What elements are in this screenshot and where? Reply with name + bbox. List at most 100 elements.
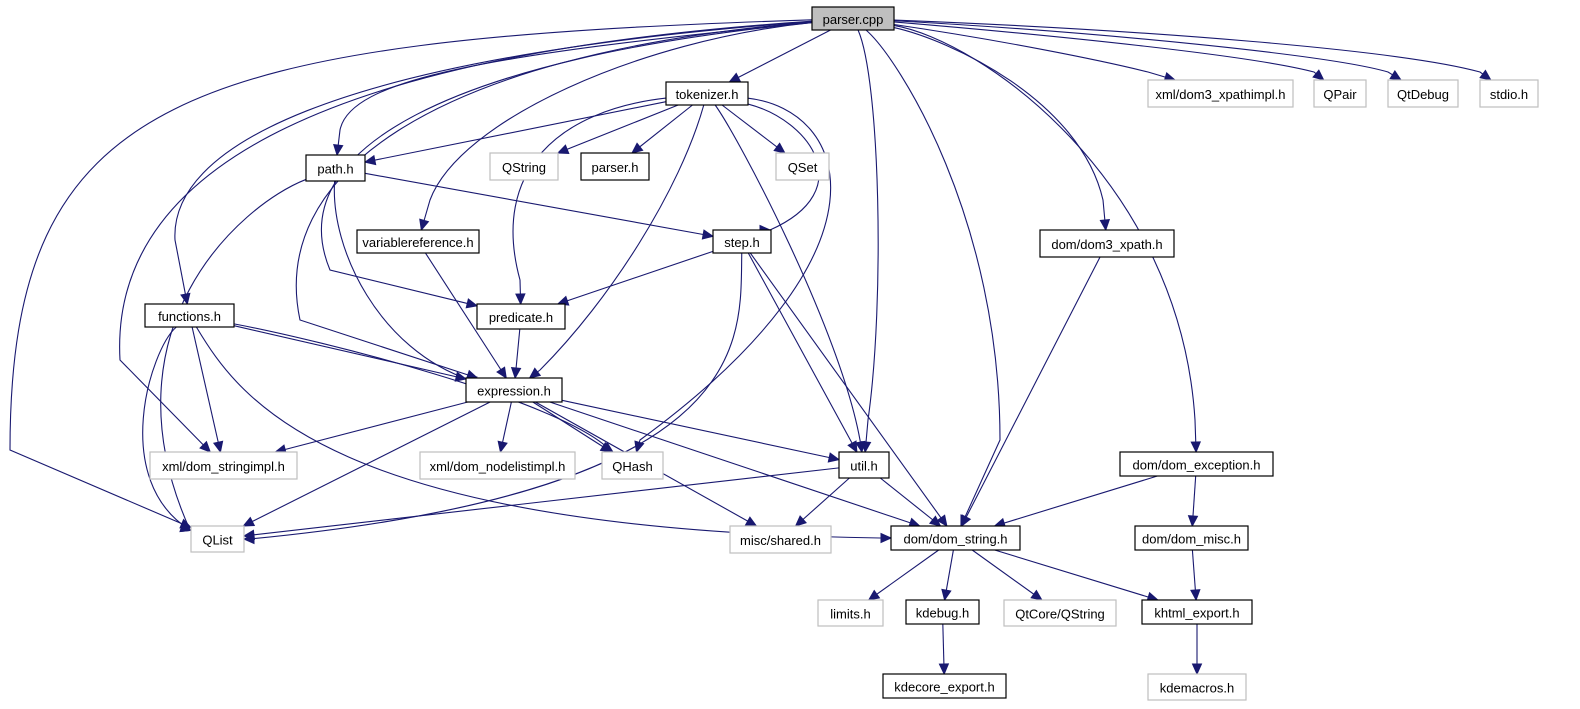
node-predicate-h[interactable]: predicate.h bbox=[476, 303, 566, 330]
node-kdemacros-h: kdemacros.h bbox=[1147, 673, 1247, 701]
node-dom-dom-exception-h[interactable]: dom/dom_exception.h bbox=[1119, 451, 1274, 477]
node-dom-dom3-xpath-h[interactable]: dom/dom3_xpath.h bbox=[1039, 229, 1175, 258]
node-box bbox=[890, 525, 1021, 551]
arrowhead-path_h-to-step_h bbox=[701, 229, 715, 240]
edge-tokenizer_h-to-util_h bbox=[714, 104, 863, 453]
edge-step_h-to-util_h bbox=[747, 252, 858, 453]
edge-functions_h-to-QList bbox=[142, 326, 192, 531]
node-label: dom/dom3_xpath.h bbox=[1051, 237, 1162, 252]
node-QString: QString bbox=[489, 152, 559, 181]
node-label: kdecore_export.h bbox=[894, 680, 994, 695]
edge-tokenizer_h-to-predicate_h bbox=[512, 97, 667, 305]
arrowhead-util_h-to-misc_shared_h bbox=[794, 515, 807, 527]
node-label: QPair bbox=[1323, 87, 1357, 102]
arrowhead-dom_dom_string_h-to-QtCore_QString bbox=[1030, 589, 1043, 601]
edge-dom_dom_string_h-to-QtCore_QString bbox=[971, 549, 1043, 601]
node-box bbox=[729, 525, 832, 554]
edge-util_h-to-dom_dom_string_h bbox=[879, 477, 941, 527]
edge-step_h-to-QList bbox=[244, 252, 743, 540]
node-parser-cpp[interactable]: parser.cpp bbox=[811, 6, 895, 31]
node-functions-h[interactable]: functions.h bbox=[144, 303, 235, 328]
node-kdebug-h[interactable]: kdebug.h bbox=[905, 599, 980, 625]
arrowhead-parser_cpp-to-variablereference_h bbox=[419, 218, 430, 232]
node-QtDebug: QtDebug bbox=[1387, 79, 1459, 108]
node-box bbox=[811, 6, 895, 31]
node-khtml-export-h[interactable]: khtml_export.h bbox=[1141, 599, 1253, 625]
edge-expression_h-to-QList bbox=[243, 401, 491, 527]
arrowhead-dom_dom_string_h-to-limits_h bbox=[867, 589, 881, 601]
node-expression-h[interactable]: expression.h bbox=[465, 377, 563, 403]
edge-dom_dom3_xpath_h-to-dom_dom_string_h bbox=[961, 256, 1101, 527]
arrowhead-step_h-to-util_h bbox=[847, 440, 858, 454]
node-util-h[interactable]: util.h bbox=[838, 451, 890, 479]
node-label: QtCore/QString bbox=[1015, 607, 1105, 622]
arrowhead-tokenizer_h-to-parser_h bbox=[631, 142, 644, 154]
edge-tokenizer_h-to-QHash bbox=[635, 97, 832, 453]
node-label: dom/dom_exception.h bbox=[1133, 458, 1261, 473]
node-box bbox=[419, 451, 576, 480]
node-step-h[interactable]: step.h bbox=[712, 229, 772, 254]
arrowhead-parser_cpp-to-QPair bbox=[1312, 69, 1325, 81]
arrowhead-parser_cpp-to-functions_h bbox=[180, 292, 191, 306]
edge-path_h-to-step_h bbox=[364, 172, 714, 237]
node-label: tokenizer.h bbox=[676, 87, 739, 102]
node-variablereference-h[interactable]: variablereference.h bbox=[356, 229, 480, 254]
node-dom-dom-misc-h[interactable]: dom/dom_misc.h bbox=[1134, 525, 1249, 551]
node-xml-dom-nodelistimpl-h: xml/dom_nodelistimpl.h bbox=[419, 451, 576, 480]
node-label: util.h bbox=[850, 459, 877, 474]
node-box bbox=[476, 303, 566, 330]
edge-functions_h-to-dom_dom_string_h bbox=[195, 326, 891, 539]
node-label: xml/dom_stringimpl.h bbox=[162, 459, 285, 474]
node-box bbox=[1387, 79, 1459, 108]
arrowhead-expression_h-to-util_h bbox=[827, 452, 841, 463]
node-label: expression.h bbox=[477, 384, 551, 399]
edge-parser_cpp-to-variablereference_h bbox=[420, 22, 813, 231]
arrowhead-dom_dom_string_h-to-kdebug_h bbox=[941, 588, 952, 602]
edge-functions_h-to-xml_dom_stringimpl_h bbox=[191, 326, 221, 453]
node-box bbox=[580, 152, 650, 181]
arrowhead-khtml_export_h-to-kdemacros_h bbox=[1191, 663, 1203, 676]
node-box bbox=[144, 303, 235, 328]
node-QList: QList bbox=[190, 525, 245, 553]
node-xml-dom-stringimpl-h: xml/dom_stringimpl.h bbox=[149, 451, 298, 480]
arrowhead-tokenizer_h-to-QSet bbox=[773, 142, 786, 154]
edge-parser_cpp-to-tokenizer_h bbox=[729, 29, 831, 83]
node-path-h[interactable]: path.h bbox=[305, 154, 366, 182]
edge-dom_dom_string_h-to-khtml_export_h bbox=[994, 549, 1159, 601]
edge-functions_h-to-QHash bbox=[233, 323, 614, 453]
node-kdecore-export-h[interactable]: kdecore_export.h bbox=[882, 673, 1007, 699]
edge-tokenizer_h-to-QSet bbox=[721, 104, 786, 154]
node-label: khtml_export.h bbox=[1154, 606, 1239, 621]
edge-parser_cpp-to-QPair bbox=[893, 21, 1325, 81]
edge-step_h-to-predicate_h bbox=[557, 250, 714, 305]
nodes-layer: parser.cpp tokenizer.h xml/dom3_xpathimpl.… bbox=[144, 6, 1539, 701]
edge-parser_cpp-to-path_h bbox=[336, 21, 813, 156]
node-label: xml/dom3_xpathimpl.h bbox=[1155, 87, 1285, 102]
arrowhead-kdebug_h-to-kdecore_export_h bbox=[938, 663, 950, 676]
arrowhead-parser_cpp-to-dom_dom_exception_h bbox=[1190, 441, 1202, 454]
node-box bbox=[905, 599, 980, 625]
node-dom-dom-string-h[interactable]: dom/dom_string.h bbox=[890, 525, 1021, 551]
arrowhead-expression_h-to-QList bbox=[242, 516, 256, 527]
edge-util_h-to-QList bbox=[243, 467, 840, 537]
edge-parser_cpp-to-dom_dom3_xpath_h bbox=[893, 27, 1107, 231]
edge-parser_cpp-to-QList bbox=[9, 19, 813, 529]
arrowhead-parser_cpp-to-predicate_h bbox=[465, 298, 479, 309]
edge-parser_cpp-to-QtDebug bbox=[893, 20, 1402, 81]
arrowhead-parser_cpp-to-stdio_h bbox=[1479, 69, 1492, 81]
edge-expression_h-to-xml_dom_stringimpl_h bbox=[275, 401, 468, 453]
node-label: functions.h bbox=[158, 309, 221, 324]
edge-parser_cpp-to-expression_h bbox=[295, 21, 813, 379]
node-box bbox=[838, 451, 890, 479]
node-misc-shared-h: misc/shared.h bbox=[729, 525, 832, 554]
edge-dom_dom_exception_h-to-dom_dom_string_h bbox=[994, 475, 1158, 527]
node-label: predicate.h bbox=[489, 310, 553, 325]
node-tokenizer-h[interactable]: tokenizer.h bbox=[665, 81, 749, 106]
node-label: limits.h bbox=[830, 607, 870, 622]
node-parser-h[interactable]: parser.h bbox=[580, 152, 650, 181]
node-label: QtDebug bbox=[1397, 87, 1449, 102]
arrowhead-step_h-to-dom_dom_string_h bbox=[936, 514, 948, 527]
edge-expression_h-to-util_h bbox=[561, 399, 840, 461]
node-box bbox=[817, 599, 884, 627]
node-label: kdemacros.h bbox=[1160, 681, 1234, 696]
